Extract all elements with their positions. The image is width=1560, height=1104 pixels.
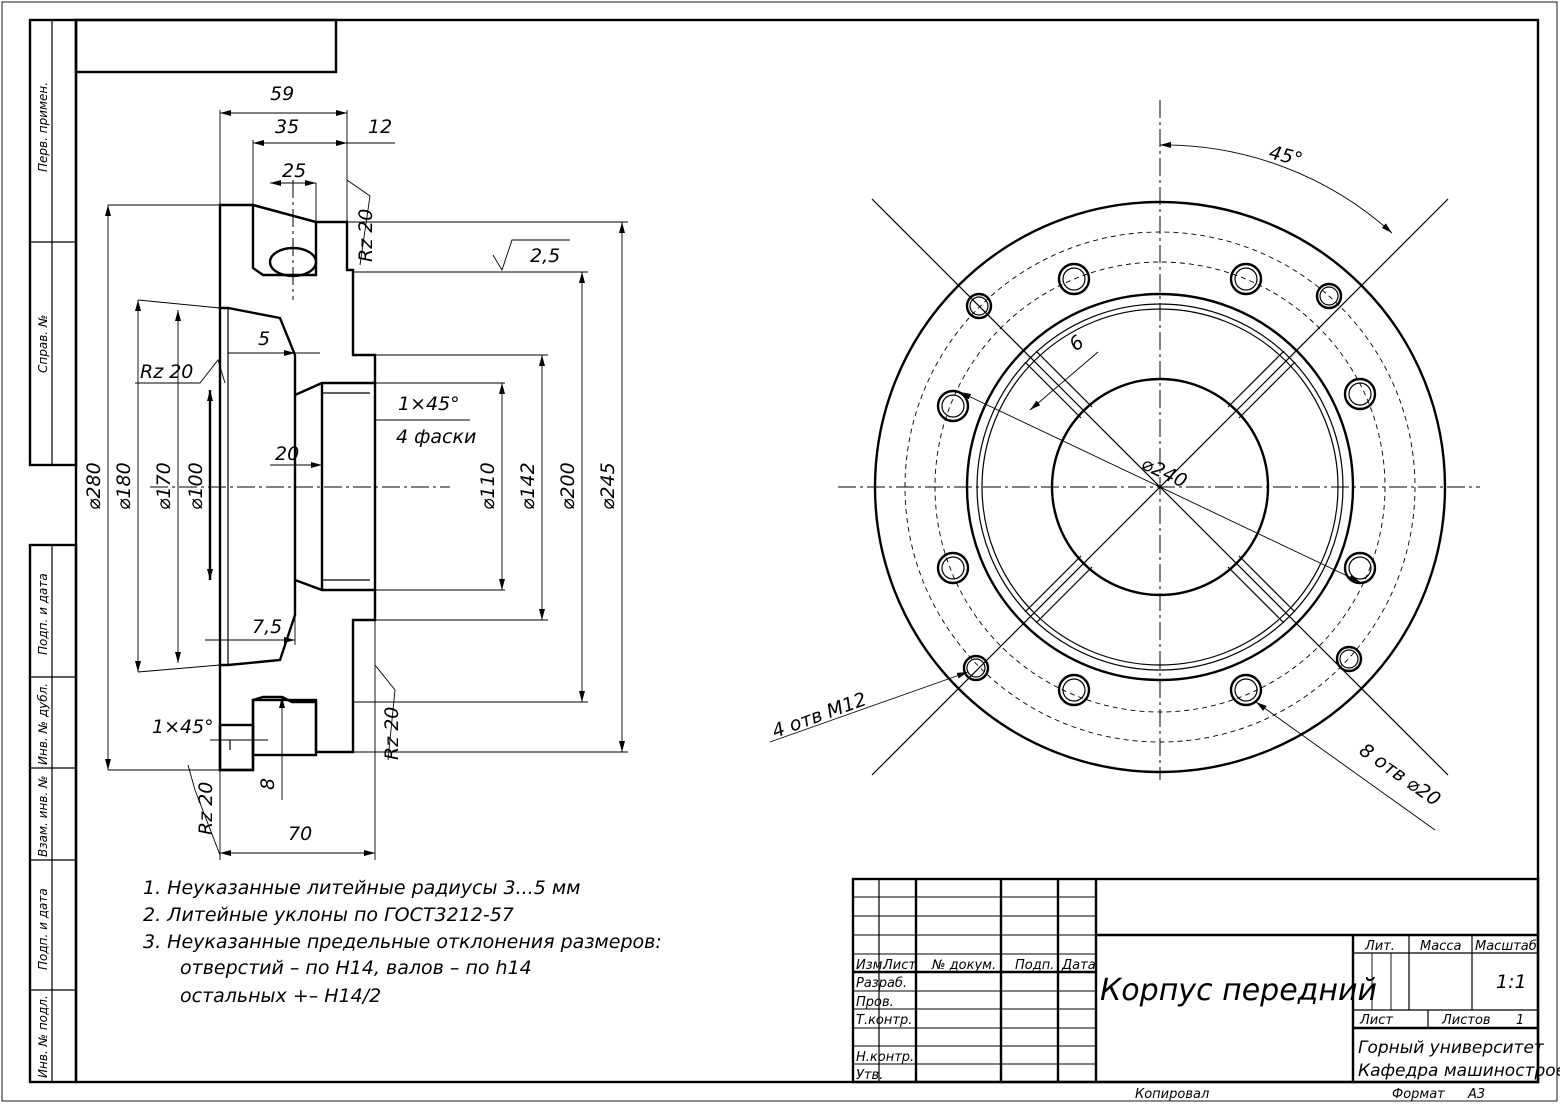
dim-8: 8: [257, 778, 279, 790]
dim-20: 20: [275, 443, 299, 465]
dim-12: 12: [368, 116, 392, 138]
col-izm: Изм.: [856, 958, 887, 973]
side-label: Взам. инв. №: [36, 776, 50, 857]
angle-45: 45°: [1267, 142, 1305, 171]
section-hatch-lower: [218, 578, 377, 772]
label-format: Формат: [1392, 1087, 1445, 1102]
title-block: Изм. Лист № докум. Подп. Дата Разраб. Пр…: [851, 877, 1560, 1102]
scale-value: 1:1: [1496, 971, 1527, 993]
side-label: Инв. № подл.: [36, 995, 50, 1078]
label-sheet: Лист: [1359, 1013, 1393, 1028]
dim-6: 6: [1065, 331, 1088, 356]
dim-170: ⌀170: [153, 462, 175, 510]
row-utv: Утв.: [856, 1068, 883, 1083]
part-name: Корпус передний: [1100, 973, 1377, 1008]
label-lit: Лит.: [1364, 939, 1395, 954]
col-doc: № докум.: [931, 958, 996, 973]
side-label: Перв. примен.: [36, 82, 50, 172]
label-massa: Масса: [1420, 939, 1461, 954]
section-hatch-upper: [218, 203, 377, 397]
side-label: Инв. № дубл.: [36, 683, 50, 765]
rz-bottom-left: Rz 20: [195, 782, 217, 835]
side-label: Подп. и дата: [36, 888, 50, 970]
dim-280: ⌀280: [83, 462, 105, 510]
dim-100: ⌀100: [185, 462, 207, 510]
section-view: [150, 180, 450, 772]
col-list: Лист: [882, 958, 916, 973]
col-date: Дата: [1061, 958, 1096, 973]
org-department: Кафедра машиностроения: [1358, 1061, 1560, 1081]
org-university: Горный университет: [1358, 1038, 1545, 1058]
row-prov: Пров.: [856, 995, 894, 1010]
rz-top: Rz 20: [355, 209, 377, 262]
side-label: Подп. и дата: [36, 573, 50, 655]
chamfer-label-lower: 1×45°: [152, 716, 214, 738]
dim-59: 59: [270, 83, 294, 105]
frame-side-labels: Перв. примен. Справ. № Подп. и дата Инв.…: [36, 82, 50, 1078]
front-view: [838, 100, 1480, 780]
label-copied: Копировал: [1135, 1087, 1209, 1102]
label-sheets: Листов: [1441, 1013, 1491, 1028]
row-tkontr: Т.контр.: [856, 1013, 912, 1028]
sheets-count: 1: [1516, 1013, 1524, 1028]
holes-m12-label: 4 отв M12: [769, 688, 869, 742]
row-razrab: Разраб.: [856, 976, 907, 991]
dim-180: ⌀180: [113, 462, 135, 510]
note-line: 1. Неуказанные литейные радиусы 3...5 мм: [143, 877, 581, 899]
dim-25: 25: [282, 160, 306, 182]
dim-142: ⌀142: [517, 462, 539, 510]
roughness-value: 2,5: [530, 245, 560, 267]
holes-20-label: 8 отв ⌀20: [1355, 739, 1444, 811]
dim-245: ⌀245: [597, 462, 619, 510]
technical-notes: 1. Неуказанные литейные радиусы 3...5 мм…: [143, 877, 662, 1007]
dim-35: 35: [275, 116, 299, 138]
note-line: 2. Литейные уклоны по ГОСТ3212-57: [143, 904, 514, 926]
dim-200: ⌀200: [557, 462, 579, 510]
label-masshtab: Масштаб: [1475, 939, 1537, 954]
chamfer-label: 1×45°: [398, 393, 460, 415]
dim-7-5: 7,5: [252, 616, 282, 638]
dim-110: ⌀110: [477, 462, 499, 510]
section-dimensions: 59 35 12 25 Rz 20 2,5 5 Rz 20 1×45° 4 фа…: [83, 83, 628, 860]
chamfer-note: 4 фаски: [396, 426, 476, 448]
side-label: Справ. №: [36, 315, 50, 373]
rz-bottom-right: Rz 20: [381, 707, 403, 760]
row-nkontr: Н.контр.: [856, 1050, 914, 1065]
threaded-holes-m12: [962, 282, 1363, 682]
note-line: 3. Неуказанные предельные отклонения раз…: [143, 931, 662, 953]
col-podp: Подп.: [1015, 958, 1054, 973]
note-line: отверстий – по Н14, валов – по h14: [180, 957, 532, 979]
dim-70: 70: [288, 823, 312, 845]
dim-5: 5: [258, 328, 270, 350]
note-line: остальных +– Н14/2: [180, 985, 381, 1007]
format-value: А3: [1467, 1087, 1485, 1102]
rz-left: Rz 20: [140, 361, 193, 383]
